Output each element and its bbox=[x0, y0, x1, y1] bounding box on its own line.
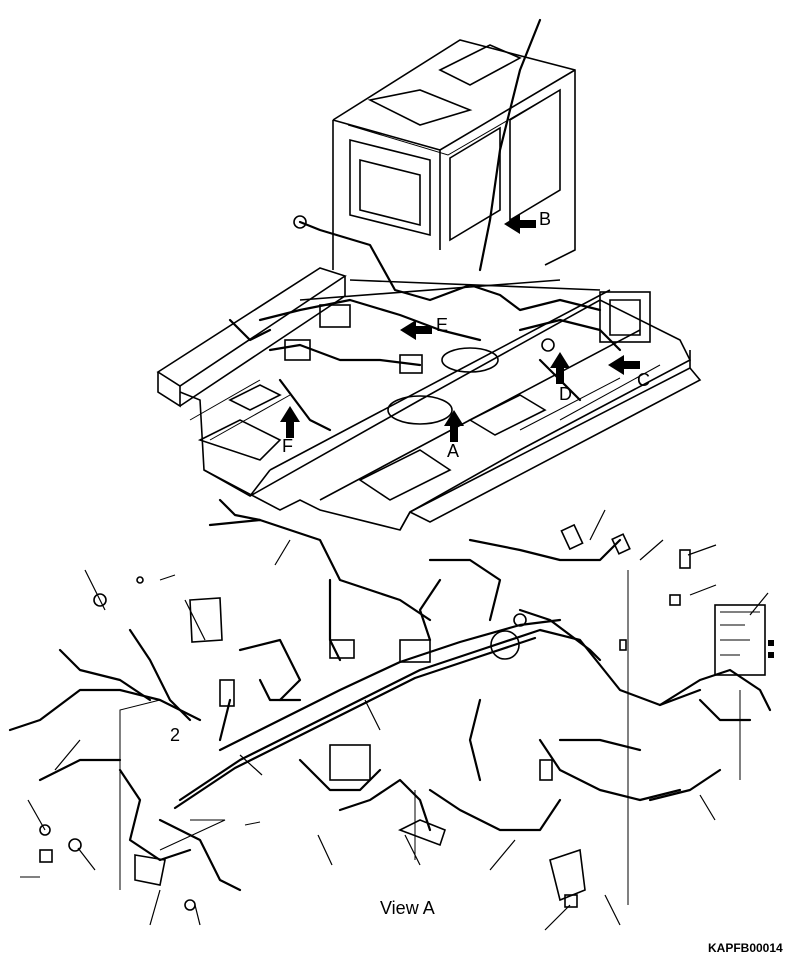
machine-frame bbox=[156, 267, 702, 531]
callout-label-c: C bbox=[637, 370, 650, 390]
machine-wiring bbox=[228, 18, 651, 432]
arrow-f bbox=[280, 406, 300, 438]
callout-label-b: B bbox=[539, 209, 552, 229]
callout-label-f: F bbox=[282, 436, 293, 456]
arrow-d bbox=[550, 352, 570, 384]
operator-cab bbox=[332, 39, 576, 270]
callout-label-a: A bbox=[447, 441, 460, 461]
callout-label-d: D bbox=[559, 384, 572, 404]
item-number-2: 2 bbox=[170, 725, 181, 745]
arrow-e bbox=[400, 320, 432, 340]
arrow-c bbox=[608, 355, 640, 375]
view-arrows bbox=[280, 214, 640, 442]
arrow-b bbox=[504, 214, 536, 234]
view-a-harness bbox=[8, 498, 774, 931]
callout-label-e: E bbox=[436, 315, 449, 335]
arrow-a bbox=[444, 410, 464, 442]
view-caption: View A bbox=[380, 898, 435, 918]
part-number: KAPFB00014 bbox=[708, 941, 783, 955]
